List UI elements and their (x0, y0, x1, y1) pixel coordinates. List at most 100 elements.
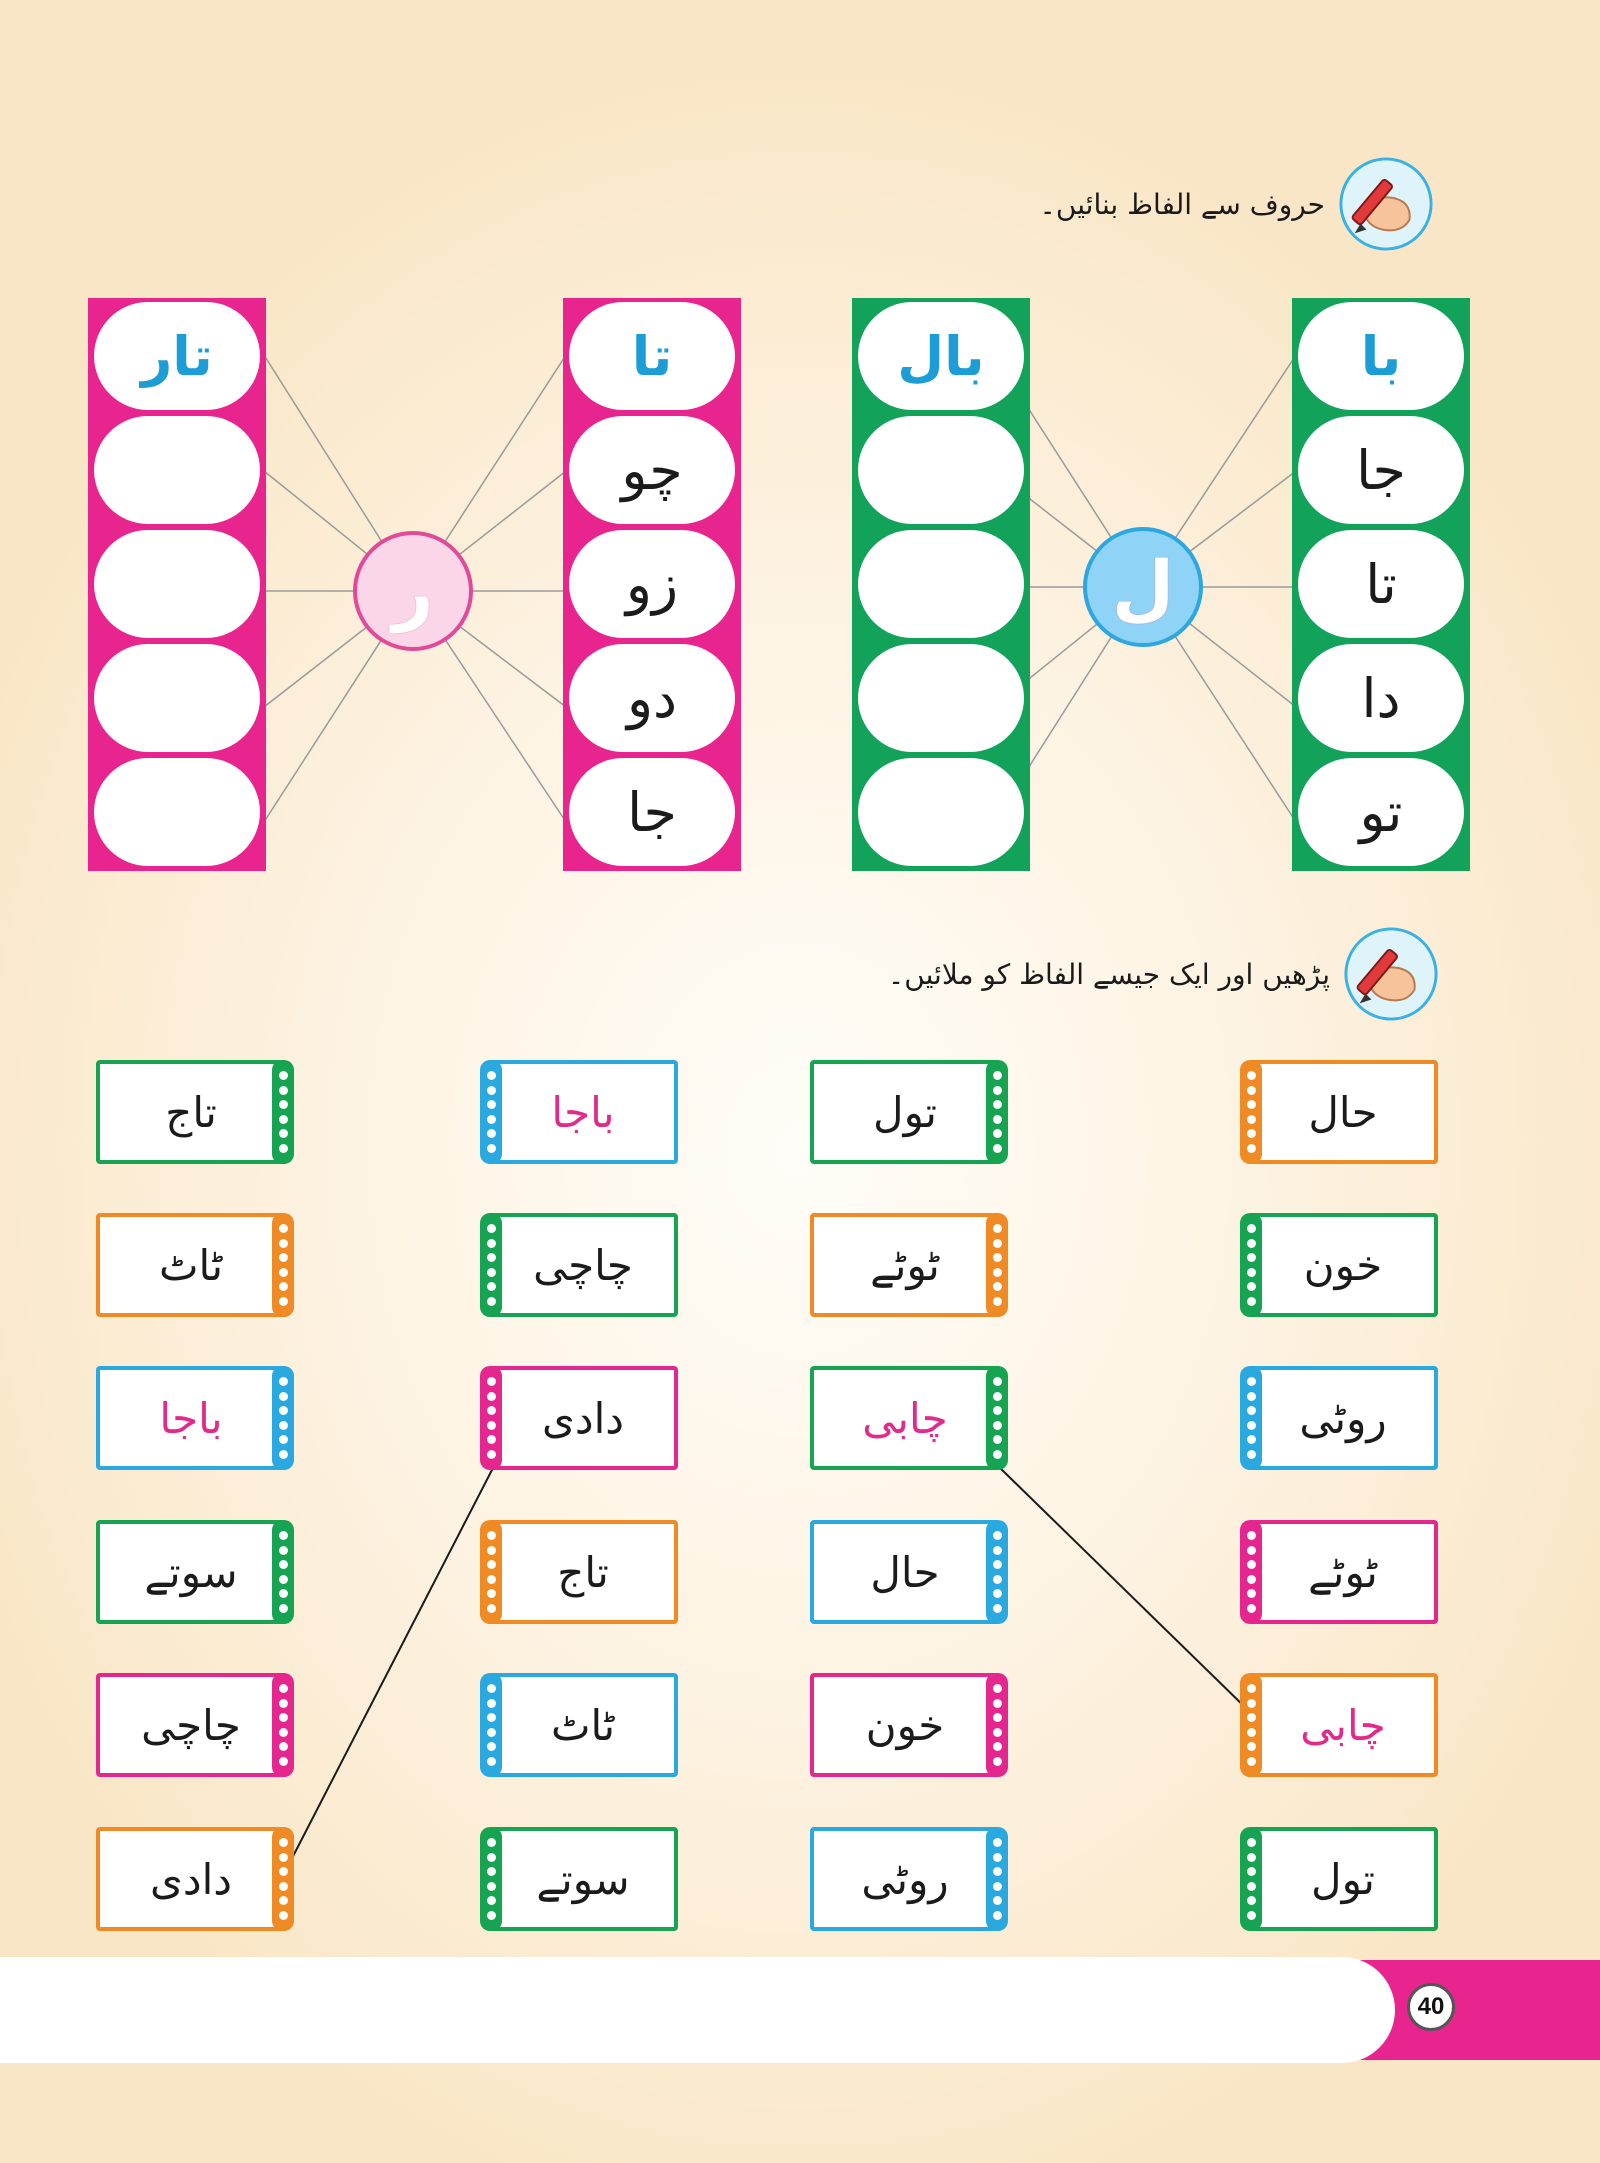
letter-slot: تو (1298, 758, 1464, 866)
card-binding-tab (986, 1060, 1008, 1164)
instruction-2-text: پڑھیں اور ایک جیسے الفاظ کو ملائیں۔ (887, 957, 1330, 991)
match-lines (287, 1465, 1251, 1867)
word-card-text: حال (870, 1547, 940, 1597)
card-binding-tab (272, 1827, 294, 1931)
word-card[interactable]: ٹاٹ (96, 1213, 294, 1317)
card-binding-tab (1240, 1060, 1262, 1164)
word-card-text: سوتے (536, 1854, 630, 1904)
letter-strip-group-1: تا چو زو دو جا (563, 298, 741, 871)
word-card[interactable]: چاچی (480, 1213, 678, 1317)
card-binding-tab (480, 1520, 502, 1624)
word-slot[interactable] (858, 530, 1024, 638)
card-binding-tab (1240, 1213, 1262, 1317)
word-card[interactable]: باجا (96, 1366, 294, 1470)
card-binding-tab (272, 1366, 294, 1470)
word-slot[interactable] (94, 758, 260, 866)
word-card[interactable]: دادی (96, 1827, 294, 1931)
letter-slot: چو (569, 416, 735, 524)
word-card-text: سوتے (144, 1547, 238, 1597)
card-binding-tab (272, 1520, 294, 1624)
word-card[interactable]: ٹاٹ (480, 1673, 678, 1777)
word-card-text: تاج (557, 1547, 609, 1597)
word-slot[interactable]: بال (858, 302, 1024, 410)
word-card[interactable]: باجا (480, 1060, 678, 1164)
instruction-1: حروف سے الفاظ بنائیں۔ (1039, 155, 1435, 253)
card-binding-tab (480, 1827, 502, 1931)
hub-letter-ra: ر (353, 531, 473, 651)
word-card[interactable]: ٹوٹے (810, 1213, 1008, 1317)
word-card[interactable]: سوتے (480, 1827, 678, 1931)
letter-slot: دو (569, 644, 735, 752)
word-card[interactable]: روٹی (1240, 1366, 1438, 1470)
word-slot[interactable] (94, 644, 260, 752)
card-binding-tab (272, 1060, 294, 1164)
card-binding-tab (480, 1213, 502, 1317)
word-card[interactable]: خون (810, 1673, 1008, 1777)
card-binding-tab (986, 1366, 1008, 1470)
word-slot[interactable] (858, 758, 1024, 866)
word-card[interactable]: تاج (96, 1060, 294, 1164)
card-binding-tab (1240, 1673, 1262, 1777)
word-card-text: ٹوٹے (1308, 1547, 1378, 1597)
letter-slot: زو (569, 530, 735, 638)
card-binding-tab (1240, 1520, 1262, 1624)
word-card[interactable]: روٹی (810, 1827, 1008, 1931)
card-binding-tab (480, 1366, 502, 1470)
word-slot[interactable] (94, 416, 260, 524)
letter-slot: با (1298, 302, 1464, 410)
word-card-text: باجا (551, 1087, 615, 1137)
word-card[interactable]: خون (1240, 1213, 1438, 1317)
word-card-text: چاچی (141, 1700, 241, 1750)
card-binding-tab (480, 1060, 502, 1164)
word-card-text: روٹی (861, 1854, 949, 1904)
card-binding-tab (480, 1673, 502, 1777)
word-card-text: ٹاٹ (550, 1700, 616, 1750)
word-slot[interactable]: تار (94, 302, 260, 410)
word-card[interactable]: حال (810, 1520, 1008, 1624)
word-card[interactable]: دادی (480, 1366, 678, 1470)
word-card[interactable]: چابی (1240, 1673, 1438, 1777)
instruction-1-text: حروف سے الفاظ بنائیں۔ (1039, 187, 1325, 221)
word-card-text: دادی (150, 1854, 232, 1904)
hub-letter-text: ر (392, 549, 434, 633)
footer-panel (0, 1957, 1395, 2063)
word-card-text: باجا (159, 1393, 223, 1443)
word-card-text: تول (1311, 1854, 1375, 1904)
word-card-text: چاچی (533, 1240, 633, 1290)
pencil-hand-icon (1344, 927, 1438, 1021)
word-strip-group-1: تار (88, 298, 266, 871)
word-slot[interactable] (858, 416, 1024, 524)
word-card-text: چابی (862, 1393, 948, 1443)
pencil-hand-icon (1339, 157, 1433, 251)
word-card[interactable]: تاج (480, 1520, 678, 1624)
hub-letter-text: ل (1111, 545, 1175, 629)
word-card[interactable]: سوتے (96, 1520, 294, 1624)
word-card[interactable]: چاچی (96, 1673, 294, 1777)
word-card-text: ٹاٹ (158, 1240, 224, 1290)
letter-slot: جا (1298, 416, 1464, 524)
hub-letter-lam: ل (1083, 527, 1203, 647)
card-binding-tab (272, 1213, 294, 1317)
word-card-text: روٹی (1299, 1393, 1387, 1443)
word-slot[interactable] (858, 644, 1024, 752)
card-binding-tab (1240, 1827, 1262, 1931)
word-slot[interactable] (94, 530, 260, 638)
word-card[interactable]: ٹوٹے (1240, 1520, 1438, 1624)
letter-strip-group-2: با جا تا دا تو (1292, 298, 1470, 871)
card-binding-tab (272, 1673, 294, 1777)
word-card-text: ٹوٹے (870, 1240, 940, 1290)
page-number: 40 (1407, 1983, 1455, 2031)
word-strip-group-2: بال (852, 298, 1030, 871)
word-card-text: دادی (542, 1393, 624, 1443)
word-card[interactable]: چابی (810, 1366, 1008, 1470)
word-card-text: خون (1303, 1240, 1383, 1290)
card-binding-tab (986, 1520, 1008, 1624)
word-card[interactable]: حال (1240, 1060, 1438, 1164)
card-binding-tab (1240, 1366, 1262, 1470)
word-card-text: حال (1308, 1087, 1378, 1137)
card-binding-tab (986, 1213, 1008, 1317)
word-card-text: تاج (165, 1087, 217, 1137)
word-card[interactable]: تول (810, 1060, 1008, 1164)
letter-slot: تا (569, 302, 735, 410)
word-card[interactable]: تول (1240, 1827, 1438, 1931)
